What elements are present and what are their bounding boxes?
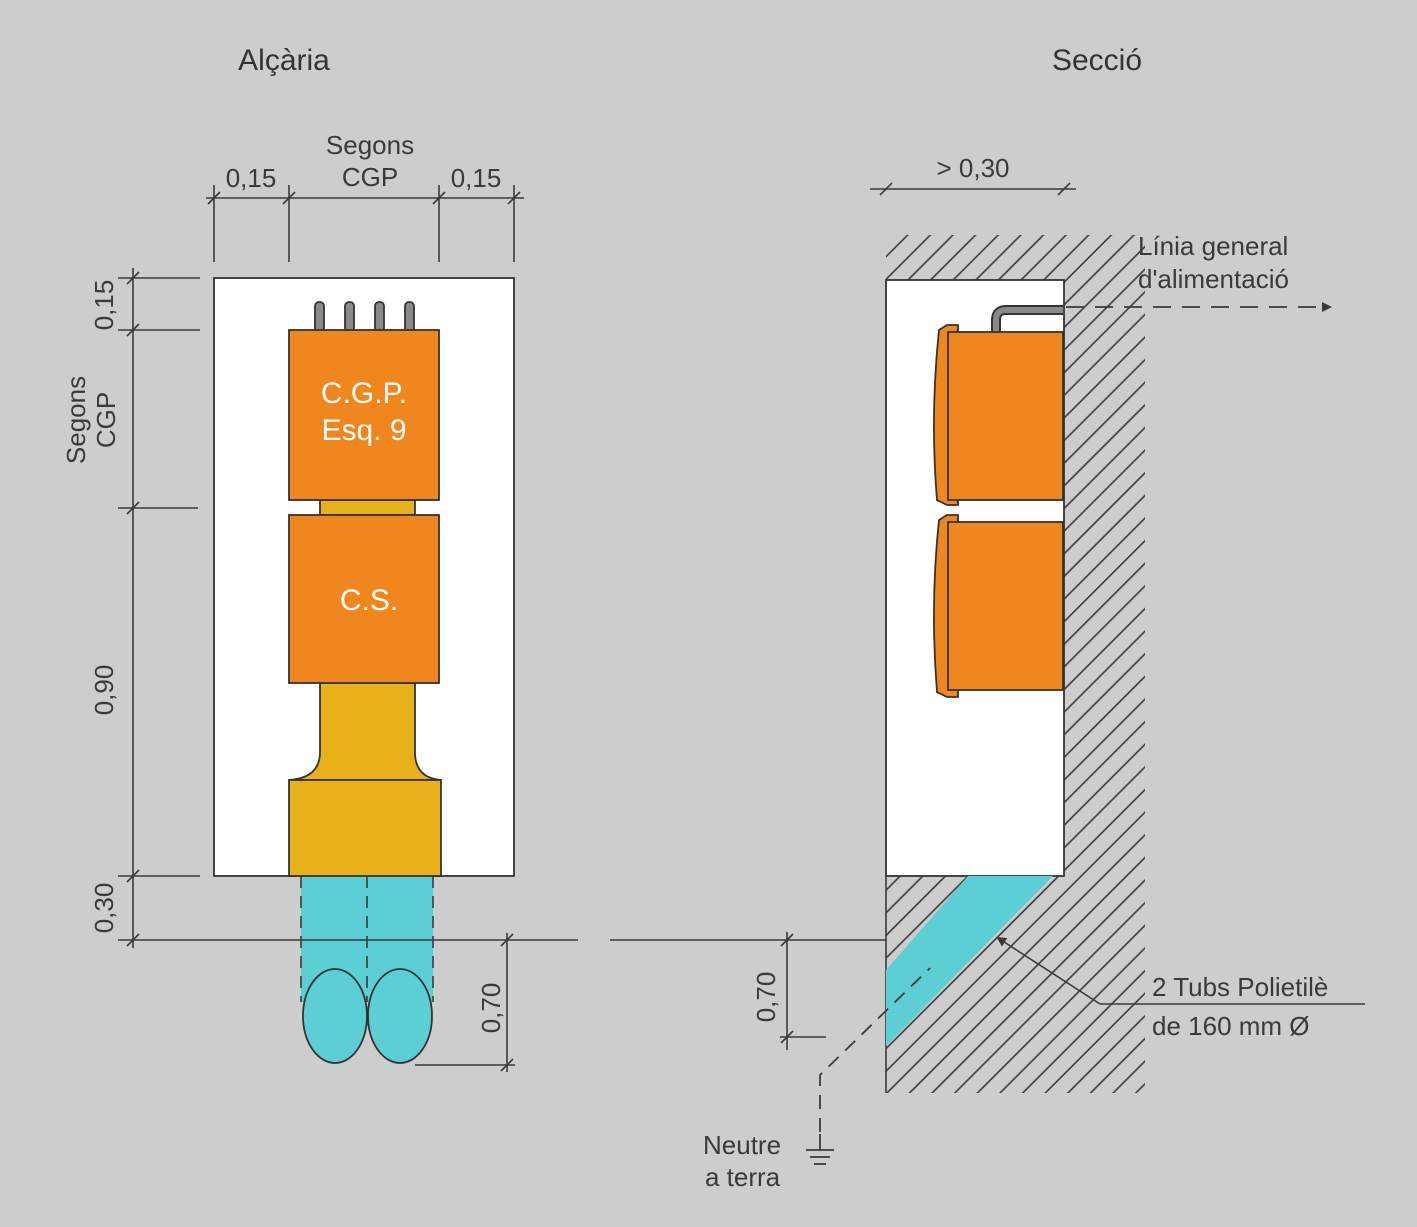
feed-line-label-line2: d'alimentació (1138, 264, 1289, 294)
elevation-tubes (300, 876, 434, 1064)
cgp-box-label-line2: Esq. 9 (321, 414, 406, 447)
side-dim-cgp-line1: Segons (61, 376, 91, 464)
side-dim-cgp-line2: CGP (91, 392, 121, 448)
elevation-depth-dimension (415, 933, 515, 1072)
tube-section-right (367, 968, 433, 1064)
top-dim-left: 0,15 (226, 163, 277, 193)
section-width-label: > 0,30 (936, 153, 1009, 183)
side-dim-bottom: 0,30 (89, 883, 119, 934)
section-width-dimension (870, 182, 1076, 196)
top-dimension-chain (206, 185, 524, 262)
cs-box (288, 514, 440, 684)
feed-line-label-line1: Línia general (1138, 231, 1288, 261)
cgp-terminals (314, 301, 415, 333)
top-dim-middle-line1: Segons (326, 130, 414, 160)
tubes-label-line2: de 160 mm Ø (1152, 1011, 1310, 1041)
earth-label-line2: a terra (705, 1162, 781, 1192)
tubes-leader (996, 936, 1365, 1005)
elevation-view: 0,15 Segons CGP 0,15 0,15 Segons CGP 0,9… (61, 130, 578, 1072)
elevation-depth-label: 0,70 (476, 983, 506, 1034)
section-tube (886, 876, 1053, 1046)
connector-base (288, 779, 442, 877)
tube-section-left (302, 968, 368, 1064)
cgp-box-label-line1: C.G.P. (321, 377, 407, 410)
side-dimension-chain (118, 268, 200, 948)
cgp-box (288, 329, 440, 501)
top-dim-middle-line2: CGP (342, 162, 398, 192)
elevation-title: Alçària (238, 44, 330, 77)
section-depth-dimension (780, 932, 826, 1050)
tubes-label-line1: 2 Tubs Polietilè (1152, 972, 1328, 1002)
top-dim-right: 0,15 (451, 163, 502, 193)
cs-box-label: C.S. (340, 584, 398, 617)
section-view: > 0,30 Neutre a terra Líni (610, 153, 1365, 1192)
earth-label-line1: Neutre (703, 1130, 781, 1160)
section-cs-box (933, 514, 1064, 698)
earth-conductor (819, 967, 931, 1132)
side-dim-middle: 0,90 (89, 665, 119, 716)
side-dim-top: 0,15 (89, 280, 119, 331)
section-title: Secció (1052, 44, 1142, 77)
earth-icon (806, 1134, 834, 1165)
connector-cgp-cs (319, 499, 416, 516)
section-depth-label: 0,70 (751, 972, 781, 1023)
section-cgp-box (933, 324, 1064, 506)
